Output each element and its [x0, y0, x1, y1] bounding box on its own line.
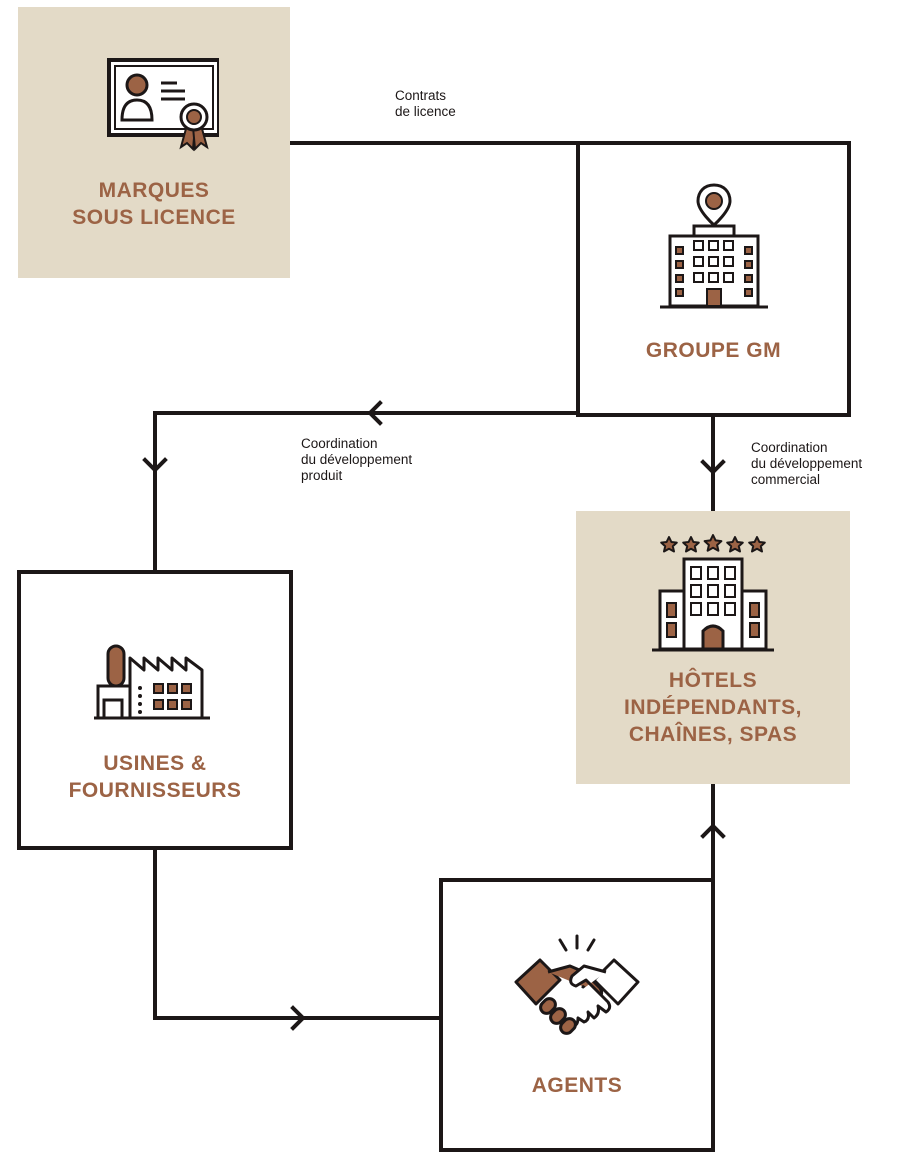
node-label: GROUPE GM — [645, 339, 782, 362]
arrow-left — [367, 400, 383, 426]
node-label: AGENTS — [531, 1074, 623, 1097]
edge-usines-agents — [153, 846, 443, 1020]
node-label: MARQUES SOUS LICENCE — [72, 179, 236, 229]
handshake-icon — [514, 934, 640, 1035]
node-label: HÔTELS INDÉPENDANTS, CHAÎNES, SPAS — [623, 669, 803, 746]
edge-label-contrats: Contrats de licence — [395, 88, 456, 119]
arrow-down-right — [700, 459, 726, 475]
node-label: USINES & FOURNISSEURS — [68, 752, 242, 802]
node-groupe-gm: GROUPE GM — [576, 141, 851, 417]
license-certificate-icon — [107, 58, 219, 152]
arrow-down-left — [142, 457, 168, 473]
node-agents: AGENTS — [439, 878, 715, 1152]
edge-label-coordination-commercial: Coordination du développement commercial — [751, 440, 863, 487]
edge-label-coordination-produit: Coordination du développement produit — [301, 436, 413, 483]
node-hotels: HÔTELS INDÉPENDANTS, CHAÎNES, SPAS — [576, 511, 850, 784]
node-marques-sous-licence: MARQUES SOUS LICENCE — [18, 7, 290, 278]
arrow-right — [290, 1005, 306, 1031]
factory-icon — [94, 644, 210, 720]
edge-groupe-usines — [153, 411, 580, 574]
arrow-up — [700, 823, 726, 839]
five-star-hotel-icon — [652, 534, 774, 652]
hotel-location-icon — [659, 183, 768, 309]
node-usines-fournisseurs: USINES & FOURNISSEURS — [17, 570, 293, 850]
